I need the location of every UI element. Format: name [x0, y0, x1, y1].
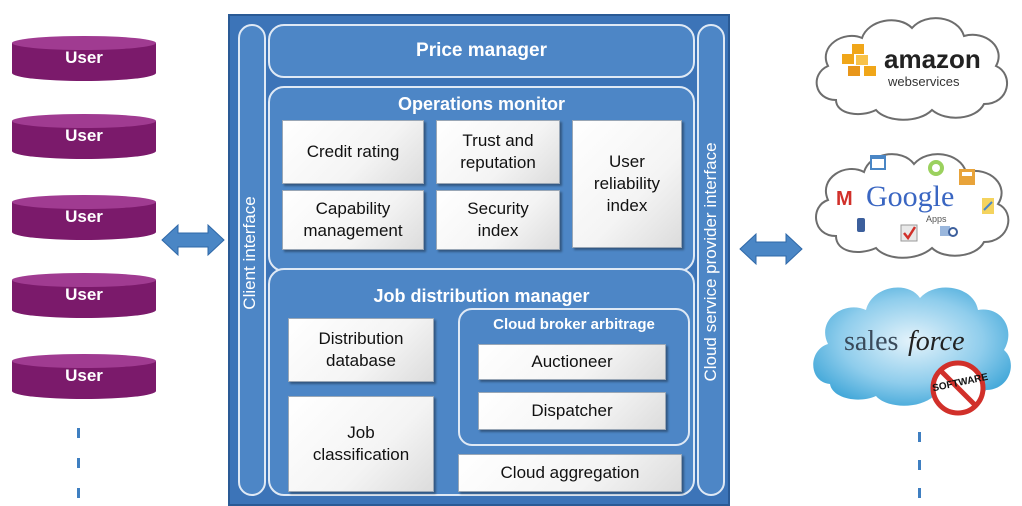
price-manager-label: Price manager [416, 40, 547, 61]
user-label: User [65, 126, 103, 145]
amazon-cloud: amazon webservices [806, 8, 1016, 126]
user-cylinder: User [10, 35, 158, 83]
broker-panel: Client interface Cloud service provider … [228, 14, 730, 506]
bidirectional-arrow-icon [161, 223, 225, 257]
amazon-boxes-icon [840, 42, 880, 78]
amazon-sub: webservices [888, 74, 960, 89]
job-distribution-group: Job distribution manager Distribution da… [268, 268, 695, 496]
user-cylinder: User [10, 272, 158, 320]
chat-icon [928, 160, 944, 176]
bidirectional-arrow-icon [739, 232, 803, 266]
salesforce-name-a: sales [844, 326, 899, 357]
auctioneer-box: Auctioneer [478, 344, 666, 380]
job-classification-box: Job classification [288, 396, 434, 492]
google-cloud: M Google Apps [806, 142, 1016, 264]
client-interface-label: Client interface [240, 196, 259, 310]
user-label: User [65, 285, 103, 304]
sites-icon [959, 169, 975, 185]
amazon-name: amazon [884, 44, 981, 74]
provider-interface-bar [697, 24, 725, 496]
cloud-broker-group: Cloud broker arbitrage Auctioneer Dispat… [458, 308, 690, 446]
gmail-icon: M [836, 188, 853, 210]
provider-interface-label: Cloud service provider interface [701, 142, 720, 382]
operations-monitor-title: Operations monitor [397, 94, 565, 114]
cloud-aggregation-box: Cloud aggregation [458, 454, 682, 492]
continuation-dash [918, 432, 921, 442]
price-manager-bar [268, 24, 695, 78]
cloud-broker-title: Cloud broker arbitrage [493, 316, 655, 333]
security-index-box: Security index [436, 190, 560, 250]
continuation-dash [77, 488, 80, 498]
cylinder-icon [12, 273, 156, 318]
user-cylinder: User [10, 194, 158, 242]
user-cylinder: User [10, 353, 158, 401]
cloud-icon [815, 17, 1008, 121]
continuation-dash [77, 428, 80, 438]
continuation-dash [918, 460, 921, 470]
salesforce-name-b: force [908, 326, 965, 357]
calendar-icon [870, 155, 886, 170]
capability-management-box: Capability management [282, 190, 424, 250]
user-label: User [65, 207, 103, 226]
cylinder-icon [12, 354, 156, 399]
check-icon [900, 224, 918, 242]
user-reliability-box: User reliability index [572, 120, 682, 248]
distribution-database-box: Distribution database [288, 318, 434, 382]
operations-monitor-group: Operations monitor Credit rating Trust a… [268, 86, 695, 272]
user-cylinder: User [10, 113, 158, 161]
continuation-dash [77, 458, 80, 468]
no-software-icon [930, 360, 986, 416]
user-label: User [65, 366, 103, 385]
search-icon [940, 226, 958, 237]
google-name: Google [866, 180, 955, 213]
client-interface-bar [238, 24, 266, 496]
docs-icon [982, 198, 994, 214]
user-label: User [65, 48, 103, 67]
cylinder-icon [12, 36, 156, 81]
job-distribution-title: Job distribution manager [373, 286, 590, 306]
credit-rating-box: Credit rating [282, 120, 424, 184]
dispatcher-box: Dispatcher [478, 392, 666, 430]
continuation-dash [918, 488, 921, 498]
salesforce-cloud: sales force SOFTWARE [806, 274, 1016, 426]
cylinder-icon [12, 114, 156, 159]
cylinder-icon [12, 195, 156, 240]
google-sub: Apps [926, 214, 947, 224]
phone-icon [857, 218, 865, 232]
trust-reputation-box: Trust and reputation [436, 120, 560, 184]
